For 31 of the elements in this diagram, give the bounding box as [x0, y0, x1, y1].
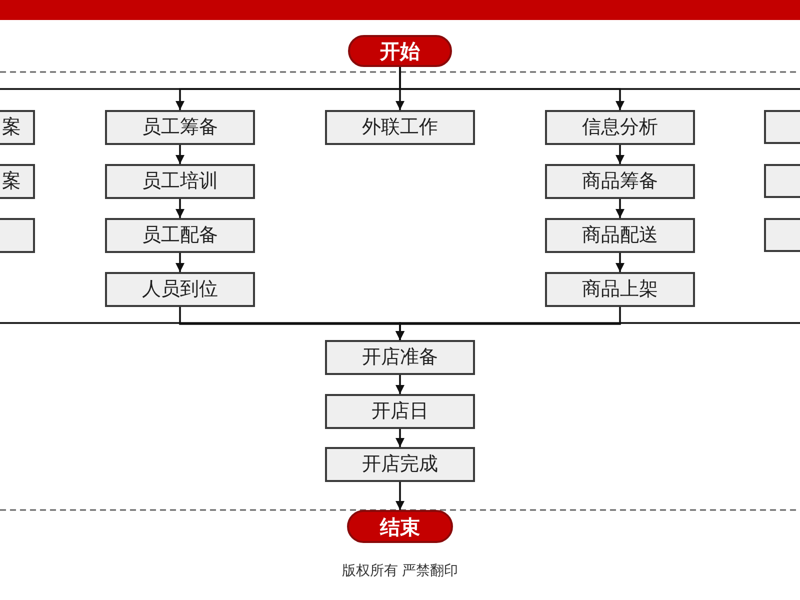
process-box: 员工配备 [105, 218, 255, 253]
arrow [396, 429, 404, 447]
process-box: 商品配送 [545, 218, 695, 253]
arrow [396, 322, 800, 340]
process-box: 案 [0, 164, 35, 199]
process-box: 开店准备 [325, 340, 475, 375]
process-box: 外联工作 [325, 110, 475, 145]
arrow [396, 482, 404, 510]
arrow [176, 199, 184, 218]
process-box: 案 [0, 110, 35, 145]
process-box: 商品筹备 [545, 164, 695, 199]
terminal-pill: 结束 [347, 510, 453, 543]
process-box [764, 110, 800, 144]
arrow [176, 253, 184, 272]
process-box [764, 218, 800, 252]
process-box: 开店完成 [325, 447, 475, 482]
arrow [176, 145, 184, 164]
arrow [616, 145, 624, 164]
process-box [764, 164, 800, 198]
process-box: 信息分析 [545, 110, 695, 145]
process-box: 员工筹备 [105, 110, 255, 145]
arrow [616, 199, 624, 218]
process-box: 员工培训 [105, 164, 255, 199]
process-box: 人员到位 [105, 272, 255, 307]
copyright-note: 版权所有 严禁翻印 [342, 563, 458, 580]
process-box [0, 218, 35, 253]
process-box: 开店日 [325, 394, 475, 429]
process-box: 商品上架 [545, 272, 695, 307]
terminal-pill: 开始 [348, 35, 452, 67]
arrow [396, 375, 404, 394]
arrow [616, 253, 624, 272]
